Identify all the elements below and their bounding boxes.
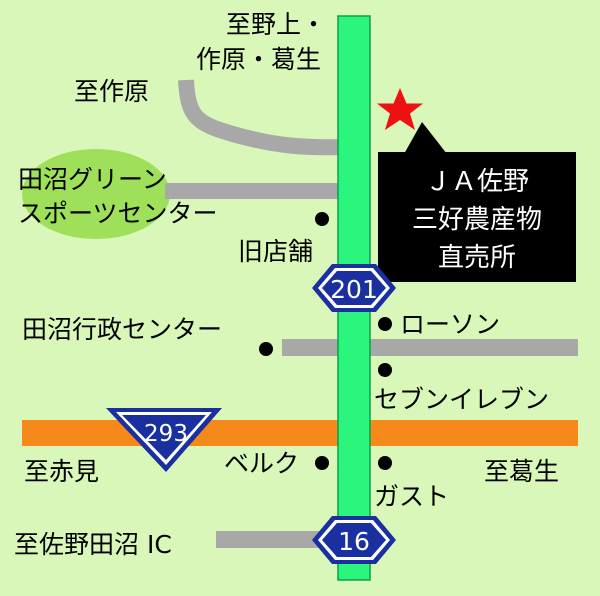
label-to-kuzuu: 至葛生	[484, 457, 559, 486]
label-lawson: ローソン	[400, 310, 500, 339]
store-star-icon	[377, 88, 423, 130]
route-201-shield: 201	[312, 264, 396, 312]
label-to-nokami-line2: 作原・葛生	[196, 45, 321, 74]
label-park-line1: 田沼グリーン	[18, 165, 167, 194]
park-area	[22, 149, 170, 239]
label-gusto: ガスト	[374, 482, 449, 511]
store-box	[378, 152, 576, 282]
road-admin-center	[282, 339, 578, 356]
old-store-dot	[315, 212, 329, 226]
label-admin-center: 田沼行政センター	[22, 315, 222, 344]
label-beruku: ベルク	[224, 449, 299, 478]
label-to-nokami-line1: 至野上・	[226, 10, 326, 39]
store-name-line3: 直売所	[438, 243, 516, 273]
road-sports-center	[165, 183, 345, 199]
admin-center-dot	[259, 342, 273, 356]
label-to-sakuhara: 至作原	[74, 77, 149, 106]
road-to-sakuhara	[178, 79, 345, 156]
store-pointer	[404, 122, 447, 154]
route-16-shield: 16	[312, 516, 396, 564]
route-293-road	[22, 420, 578, 446]
route-293-shield: 293	[106, 408, 222, 472]
gusto-dot	[378, 456, 392, 470]
label-seven-eleven: セブンイレブン	[374, 385, 549, 414]
store-name-line1: ＪＡ佐野	[425, 167, 529, 197]
seven-eleven-dot	[378, 363, 392, 377]
route-201-number: 201	[330, 275, 378, 304]
route-293-number: 293	[144, 421, 188, 447]
label-to-akami: 至赤見	[24, 457, 99, 486]
store-name-line2: 三好農産物	[412, 205, 542, 235]
road-to-sano-ic	[216, 531, 346, 548]
beruku-dot	[315, 456, 329, 470]
label-park-line2: スポーツセンター	[18, 199, 218, 228]
route-16-number: 16	[338, 527, 370, 556]
label-to-sano-ic: 至佐野田沼 IC	[14, 530, 172, 559]
lawson-dot	[378, 317, 392, 331]
label-old-store: 旧店舗	[238, 237, 313, 266]
